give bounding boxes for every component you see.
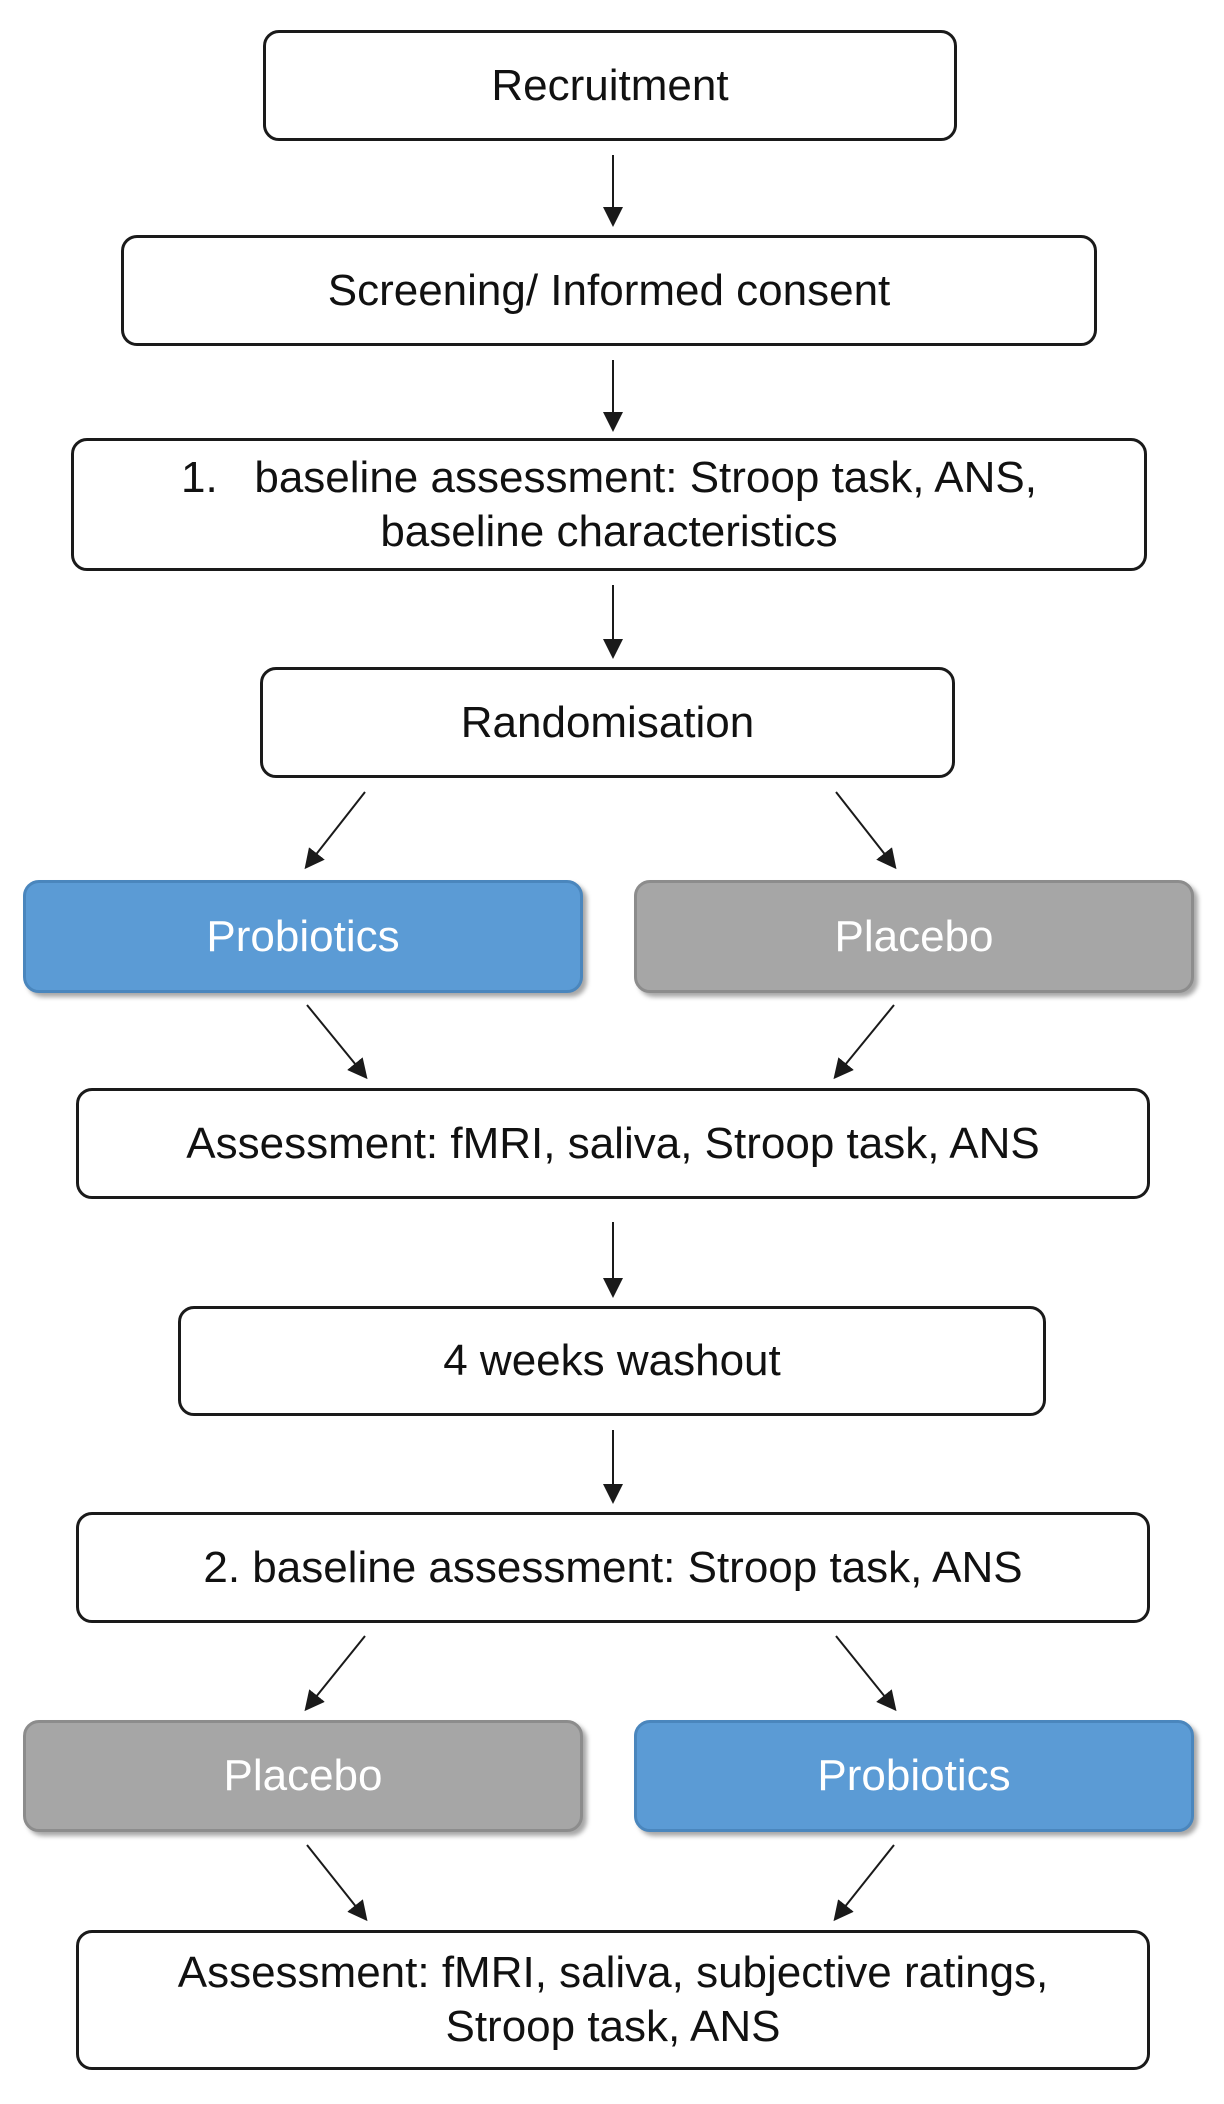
- arrow-probiotics-to-assessment1: [306, 1004, 368, 1080]
- placebo-arm-2-box: Placebo: [23, 1720, 583, 1832]
- probiotics-arm-2-box: Probiotics: [634, 1720, 1194, 1832]
- screening-box: Screening/ Informed consent: [121, 235, 1097, 346]
- baseline-assessment-1-line1: 1. baseline assessment: Stroop task, ANS…: [181, 452, 1037, 502]
- baseline-assessment-2-box: 2. baseline assessment: Stroop task, ANS: [76, 1512, 1150, 1623]
- probiotics-arm-1-label: Probiotics: [206, 911, 400, 961]
- screening-label: Screening/ Informed consent: [327, 265, 891, 315]
- baseline-assessment-1-box: 1. baseline assessment: Stroop task, ANS…: [71, 438, 1147, 571]
- washout-label: 4 weeks washout: [443, 1336, 781, 1385]
- baseline-assessment-2-label: 2. baseline assessment: Stroop task, ANS: [203, 1542, 1023, 1592]
- recruitment-box: Recruitment: [263, 30, 957, 141]
- washout-box: 4 weeks washout: [178, 1306, 1046, 1416]
- assessment-2-line1: Assessment: fMRI, saliva, subjective rat…: [177, 1948, 1049, 1997]
- placebo-arm-2-label: Placebo: [223, 1751, 383, 1800]
- assessment-1-label: Assessment: fMRI, saliva, Stroop task, A…: [186, 1118, 1040, 1168]
- assessment-2-line2: Stroop task, ANS: [445, 2002, 781, 2051]
- arrow-placebo-to-assessment2: [306, 1844, 368, 1922]
- arrow-baseline2-to-placebo: [304, 1635, 366, 1712]
- arrow-baseline2-to-probiotics: [835, 1635, 897, 1712]
- probiotics-arm-1-box: Probiotics: [23, 880, 583, 993]
- probiotics-arm-2-label: Probiotics: [817, 1751, 1011, 1800]
- arrow-probiotics-to-assessment2: [833, 1844, 895, 1922]
- placebo-arm-1-box: Placebo: [634, 880, 1194, 993]
- arrow-randomisation-to-placebo: [835, 791, 897, 870]
- assessment-2-box: Assessment: fMRI, saliva, subjective rat…: [76, 1930, 1150, 2070]
- baseline-assessment-1-line2: baseline characteristics: [380, 506, 838, 556]
- randomisation-label: Randomisation: [460, 697, 755, 747]
- placebo-arm-1-label: Placebo: [834, 911, 994, 961]
- recruitment-label: Recruitment: [491, 60, 729, 110]
- arrow-placebo-to-assessment1: [833, 1004, 895, 1080]
- assessment-1-box: Assessment: fMRI, saliva, Stroop task, A…: [76, 1088, 1150, 1199]
- randomisation-box: Randomisation: [260, 667, 955, 778]
- arrow-randomisation-to-probiotics: [304, 791, 366, 870]
